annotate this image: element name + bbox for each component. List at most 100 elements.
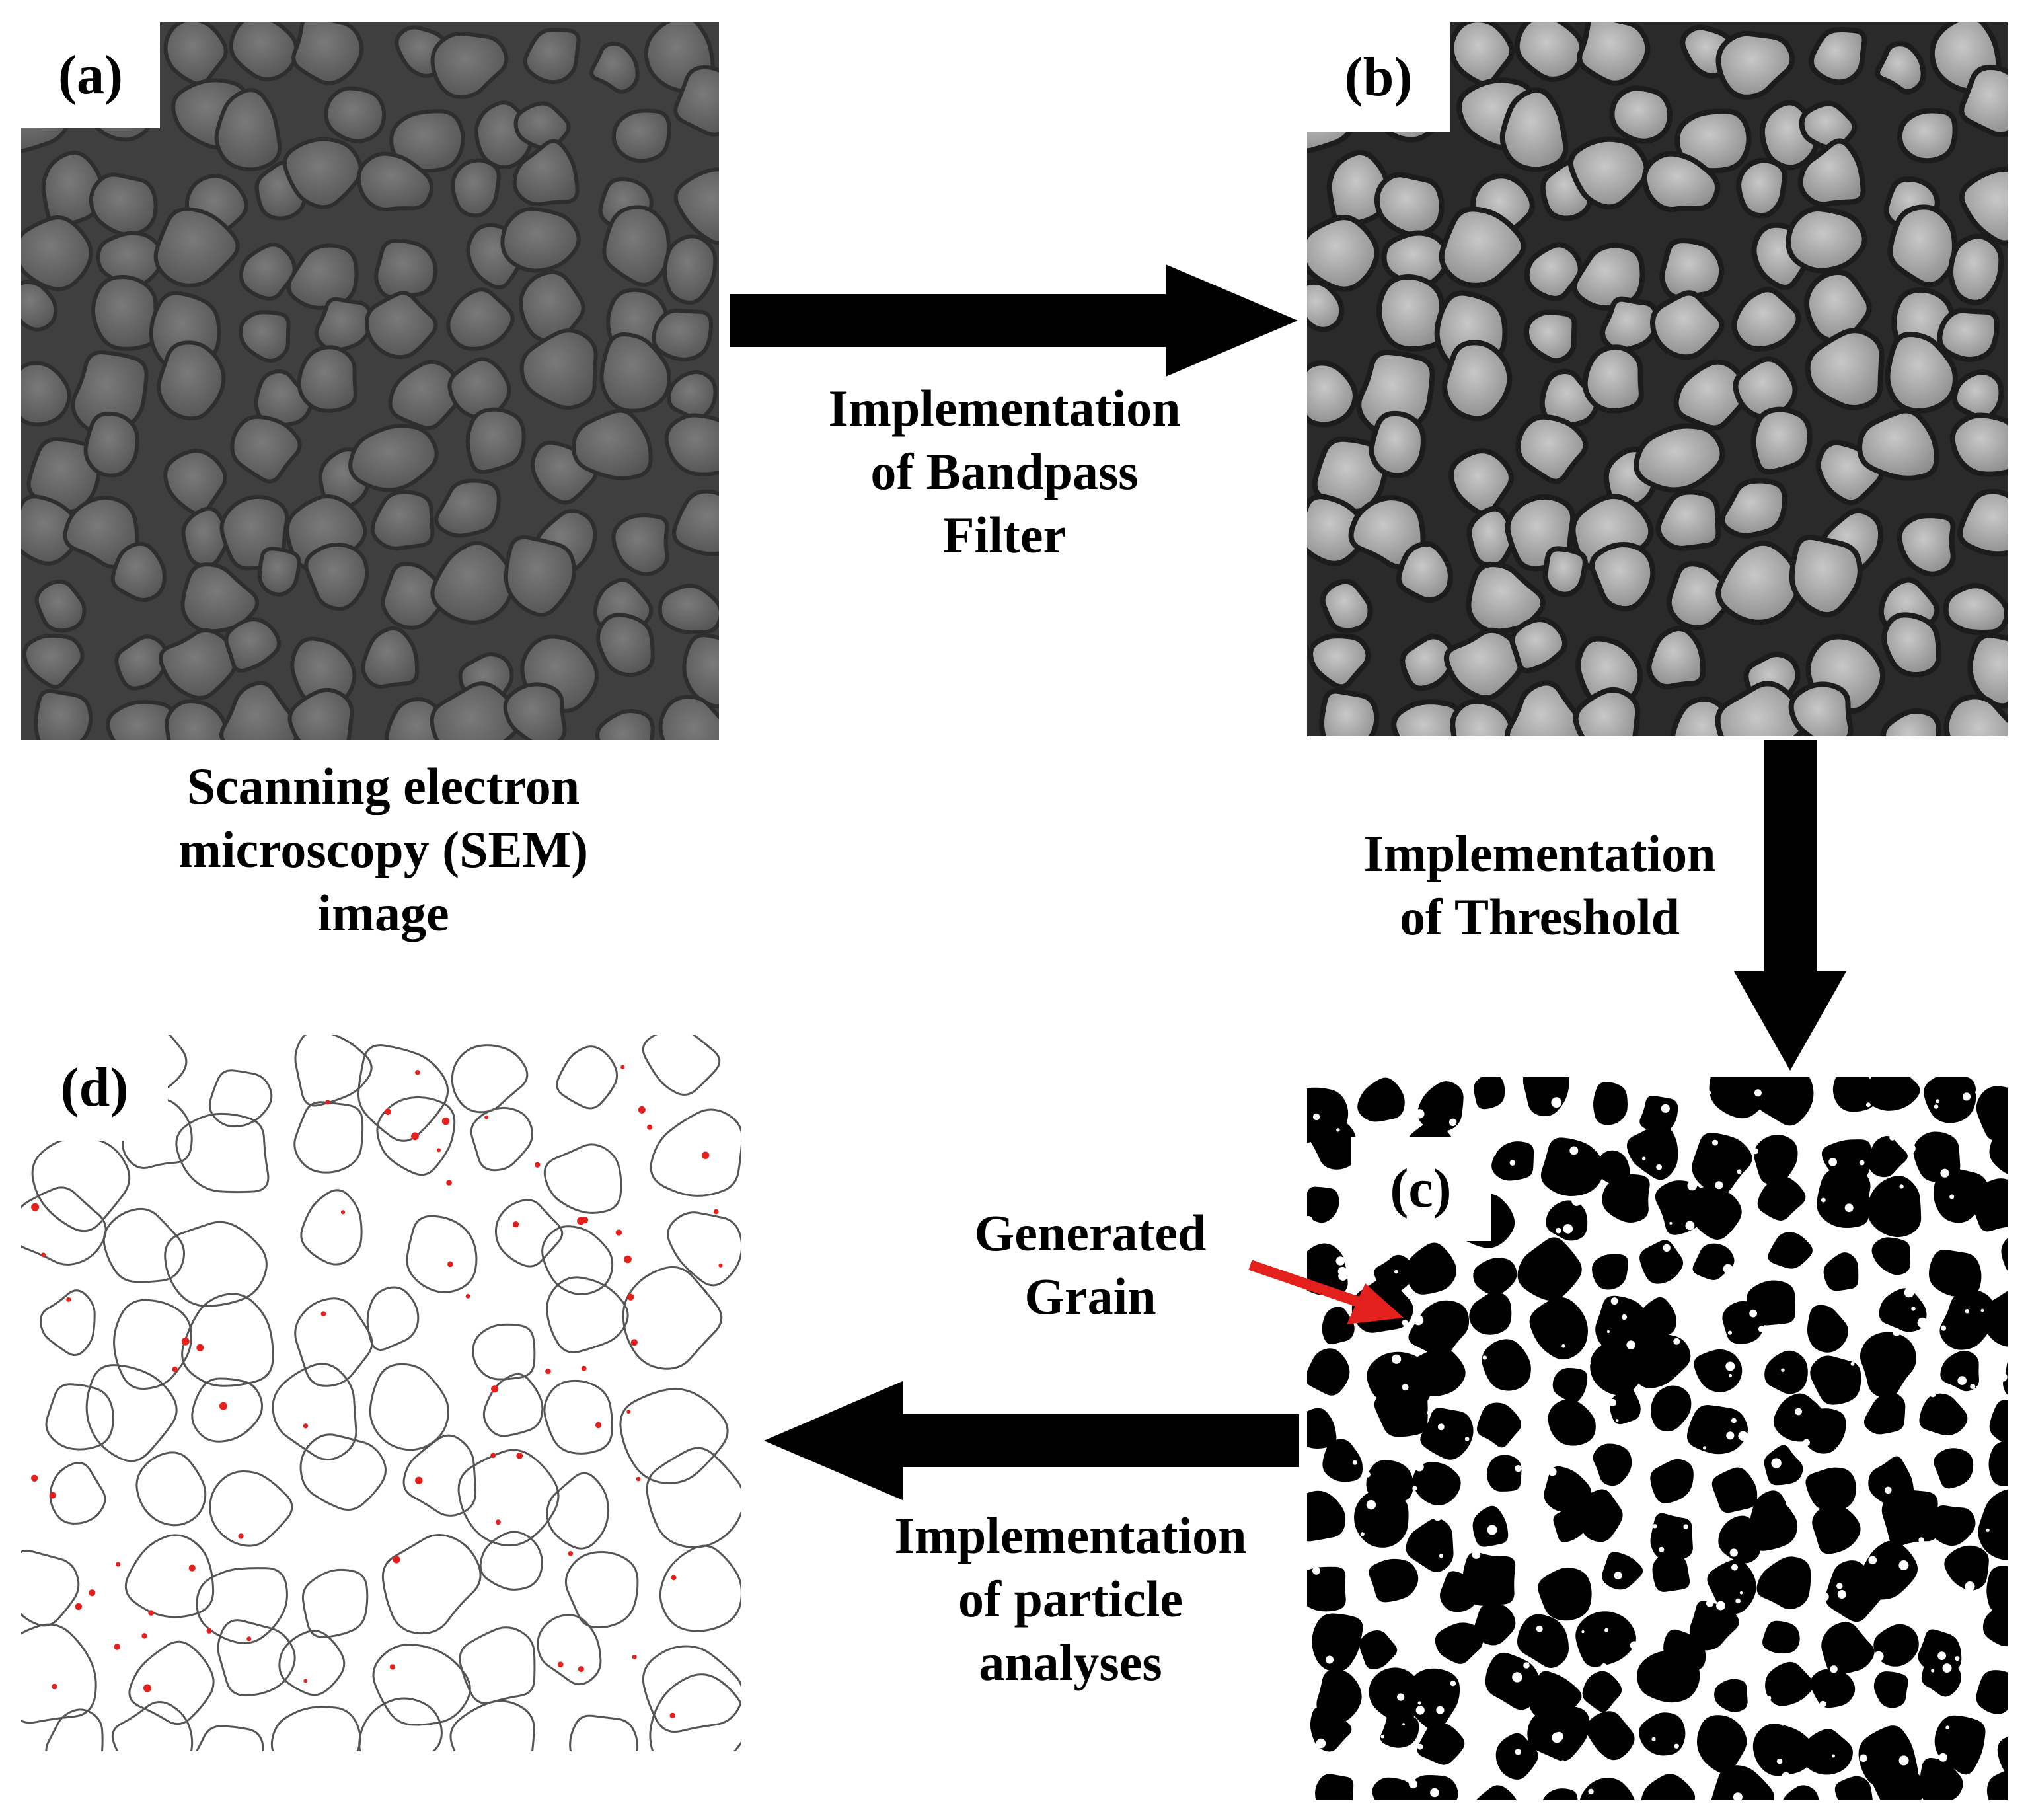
filtered-grain <box>1609 85 1673 144</box>
threshold-speckle <box>1766 1695 1772 1701</box>
sem-grain <box>500 207 581 273</box>
threshold-grain <box>1934 1448 1974 1489</box>
particle-marker <box>196 1344 204 1351</box>
threshold-speckle <box>1893 1328 1901 1336</box>
threshold-speckle <box>1735 1598 1741 1604</box>
threshold-grain <box>1711 1467 1758 1513</box>
sem-grain <box>110 541 167 602</box>
threshold-speckle <box>1647 1565 1652 1570</box>
particle-marker <box>620 1065 625 1069</box>
particle-marker <box>415 1476 423 1484</box>
filtered-grain <box>1599 296 1660 353</box>
threshold-speckle <box>1806 1714 1816 1723</box>
grain-outline <box>293 1101 364 1174</box>
particle-marker <box>143 1684 151 1692</box>
threshold-speckle <box>1949 1194 1955 1199</box>
threshold-speckle <box>1433 1511 1443 1521</box>
threshold-speckle <box>1687 1180 1698 1191</box>
threshold-speckle <box>1369 1456 1377 1463</box>
bandpass-caption-line-2: of Bandpass <box>870 443 1139 500</box>
threshold-speckle <box>1868 1556 1877 1565</box>
threshold-speckle <box>1856 1117 1860 1121</box>
threshold-speckle <box>1942 1663 1952 1673</box>
threshold-speckle <box>1973 1654 1979 1660</box>
threshold-speckle <box>1513 1188 1519 1194</box>
grain-outline <box>124 1534 215 1618</box>
grain-outline <box>457 1449 560 1547</box>
threshold-speckle <box>1608 1398 1616 1407</box>
threshold-speckle <box>1448 1118 1457 1126</box>
filtered-grain <box>1307 494 1369 566</box>
filtered-grain <box>1957 488 2008 557</box>
grain-outline <box>45 1383 114 1451</box>
particle-marker <box>545 1368 551 1375</box>
threshold-speckle <box>1929 1390 1937 1398</box>
threshold-speckle <box>1727 1640 1731 1645</box>
threshold-grain <box>1978 1490 2008 1560</box>
grain-outline <box>546 1472 609 1550</box>
filtered-grain <box>1439 206 1526 288</box>
sem-grain <box>286 243 359 310</box>
threshold-grain <box>1542 1788 1578 1800</box>
particle-marker <box>581 1365 587 1371</box>
grain-outline <box>49 1462 106 1525</box>
threshold-speckle <box>1965 1309 1969 1314</box>
threshold-grain <box>1540 1137 1604 1196</box>
grain-outline <box>300 1189 363 1266</box>
generated-grain-line-2: Grain <box>1024 1268 1156 1325</box>
particle-marker <box>181 1337 190 1346</box>
threshold-caption-line-1: Implementation <box>1363 825 1716 882</box>
threshold-grain <box>1595 1295 1649 1351</box>
sem-grain <box>658 584 719 634</box>
threshold-speckle <box>1837 1590 1846 1599</box>
threshold-speckle <box>1571 1195 1582 1206</box>
grain-outline <box>537 1614 602 1686</box>
threshold-grain <box>1585 1711 1635 1761</box>
sem-grain <box>106 700 176 740</box>
sem-grain <box>158 628 238 701</box>
threshold-grain <box>1582 1671 1622 1712</box>
particle-marker <box>671 1575 677 1581</box>
threshold-speckle <box>1716 1601 1725 1611</box>
filtered-grain <box>1307 360 1358 428</box>
grain-outline <box>21 1186 107 1266</box>
threshold-grain <box>1315 1774 1354 1800</box>
filtered-grain <box>1374 172 1445 238</box>
threshold-grain <box>1593 1082 1628 1125</box>
filtered-grain <box>1450 699 1516 736</box>
filtered-grain <box>1589 541 1656 612</box>
threshold-grain <box>1988 1441 2008 1486</box>
grain-outline <box>85 1364 178 1462</box>
threshold-grain <box>1976 1086 2008 1141</box>
threshold-speckle <box>1873 1651 1884 1661</box>
particle-marker <box>238 1533 244 1539</box>
threshold-grain <box>1307 1490 1346 1542</box>
grain-outline <box>406 1215 478 1293</box>
particle-marker <box>558 1661 564 1667</box>
threshold-speckle <box>1453 1758 1461 1766</box>
threshold-grain <box>1873 1671 1908 1708</box>
grain-outline <box>470 1106 533 1172</box>
filtered-grain <box>1804 269 1872 344</box>
threshold-speckle <box>1781 1723 1784 1726</box>
threshold-speckle <box>1960 1229 1969 1237</box>
particle-marker <box>513 1221 519 1228</box>
particle-marker <box>325 1100 330 1105</box>
grain-outline <box>299 1433 387 1511</box>
threshold-grain <box>1689 1601 1739 1651</box>
threshold-grain <box>1881 1490 1938 1546</box>
threshold-speckle <box>1688 1135 1699 1145</box>
particle-marker <box>52 1683 57 1690</box>
threshold-speckle <box>1651 1737 1656 1742</box>
filtered-grain <box>1646 625 1706 690</box>
sem-grain <box>682 633 719 708</box>
grain-outline <box>649 1673 741 1751</box>
particle-marker <box>148 1610 154 1616</box>
threshold-speckle <box>1373 1129 1378 1134</box>
threshold-speckle <box>1821 1197 1826 1203</box>
threshold-grain <box>1924 1077 1976 1123</box>
filtered-grain <box>1448 448 1514 517</box>
threshold-speckle <box>1316 1738 1326 1749</box>
threshold-speckle <box>1728 1344 1737 1351</box>
grain-outline <box>449 1700 535 1751</box>
